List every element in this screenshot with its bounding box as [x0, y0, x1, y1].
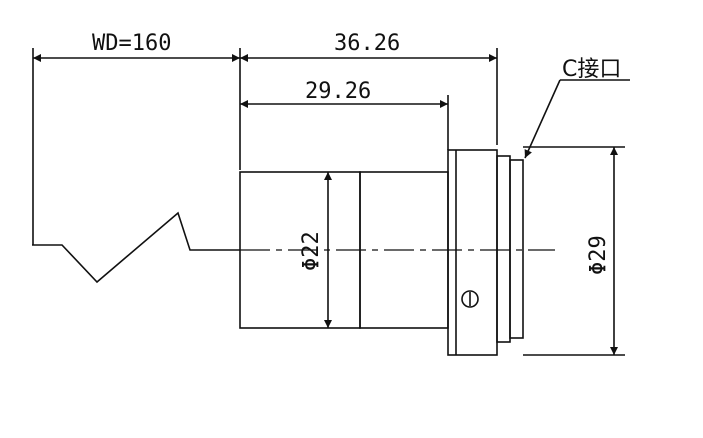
c-mount-label: C接口 [562, 57, 621, 82]
body-diameter-label: Φ22 [299, 231, 324, 271]
locking-screw-icon [461, 290, 479, 308]
c-mount-leader-line [524, 79, 561, 159]
flange-diameter-label: Φ29 [586, 235, 611, 275]
overall-length-label: 36.26 [334, 31, 400, 56]
object-zigzag-line [32, 211, 240, 284]
c-mount-thread [496, 155, 511, 343]
wd-label: WD=160 [92, 31, 171, 56]
c-mount-thread-inner [509, 159, 524, 339]
body-length-label: 29.26 [305, 79, 371, 104]
